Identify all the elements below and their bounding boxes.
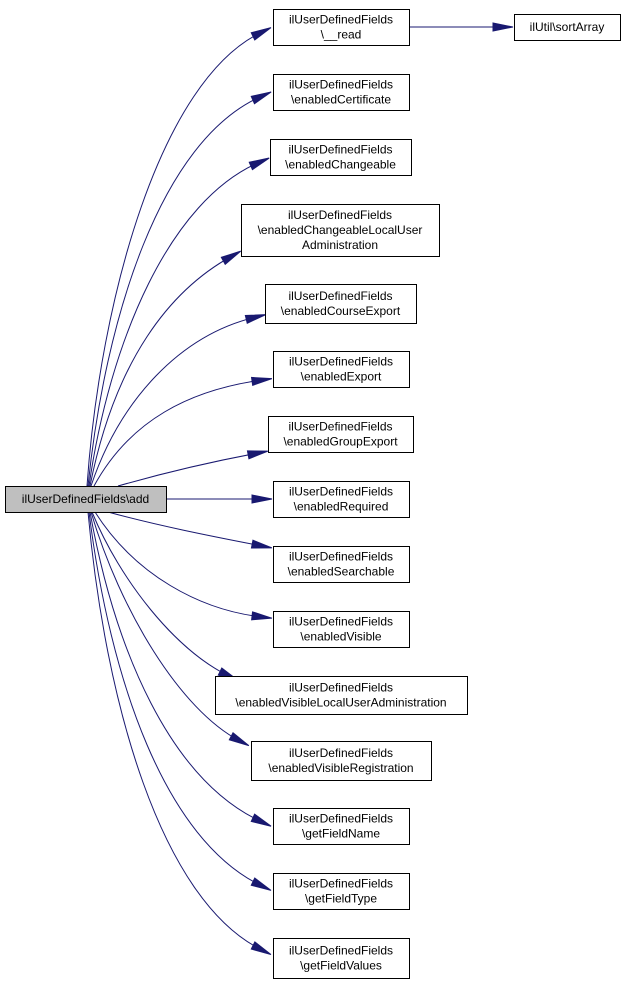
node-label-enabledRequired-line-0: ilUserDefinedFields <box>289 485 393 499</box>
node-label-enabledChangeableLocalUserAdministration-line-1: \enabledChangeableLocalUser <box>258 223 423 237</box>
node-label-getFieldType-line-1: \getFieldType <box>305 892 377 906</box>
node-label-enabledExport-line-0: ilUserDefinedFields <box>289 355 393 369</box>
edge-add-to-getFieldValues <box>87 511 263 951</box>
node-box-enabledRequired <box>273 481 410 518</box>
node-label-enabledVisibleRegistration-line-1: \enabledVisibleRegistration <box>268 761 413 775</box>
edge-add-to-enabledChangeableLocalUserAdministration <box>89 255 233 487</box>
node-label-getFieldValues-line-1: \getFieldValues <box>300 959 382 973</box>
edge-add-to-getFieldName-arrowhead <box>250 813 272 827</box>
node-label-read-line-1: \__read <box>321 28 362 42</box>
edge-add-to-enabledCourseExport <box>90 316 257 487</box>
edge-add-to-enabledVisibleLocalUserAdministration <box>91 511 230 677</box>
node-box-getFieldValues <box>273 938 410 979</box>
node-box-read <box>273 9 410 46</box>
node-label-enabledVisibleRegistration-line-0: ilUserDefinedFields <box>289 746 393 760</box>
node-label-enabledGroupExport-line-1: \enabledGroupExport <box>283 435 398 449</box>
edge-add-to-enabledCourseExport-arrowhead <box>244 314 266 324</box>
node-read[interactable]: ilUserDefinedFields\__read <box>273 9 410 46</box>
node-box-enabledCertificate <box>273 74 410 111</box>
node-enabledCourseExport[interactable]: ilUserDefinedFields\enabledCourseExport <box>265 284 417 324</box>
node-label-enabledSearchable-line-1: \enabledSearchable <box>288 565 395 579</box>
node-box-enabledGroupExport <box>268 416 414 453</box>
node-getFieldType[interactable]: ilUserDefinedFields\getFieldType <box>273 873 410 910</box>
node-label-sortArray-line-0: ilUtil\sortArray <box>530 20 605 34</box>
edge-add-to-enabledChangeableLocalUserAdministration-arrowhead <box>220 250 242 266</box>
edge-add-to-read-arrowhead <box>250 27 272 41</box>
edge-add-to-enabledVisible <box>94 511 263 618</box>
edge-add-to-getFieldValues-arrowhead <box>250 941 272 955</box>
edge-add-to-enabledVisible-arrowhead <box>251 611 273 621</box>
node-box-enabledVisibleRegistration <box>251 741 432 781</box>
node-label-enabledChangeableLocalUserAdministration-line-0: ilUserDefinedFields <box>288 208 392 222</box>
node-enabledVisibleLocalUserAdministration[interactable]: ilUserDefinedFields\enabledVisibleLocalU… <box>215 676 468 715</box>
edge-add-to-enabledCertificate <box>87 95 263 487</box>
edge-add-to-enabledChangeable <box>88 161 261 487</box>
node-label-read-line-0: ilUserDefinedFields <box>289 13 393 27</box>
node-label-enabledVisibleLocalUserAdministration-line-0: ilUserDefinedFields <box>289 681 393 695</box>
edge-add-to-enabledGroupExport-arrowhead <box>246 450 269 460</box>
node-label-enabledVisibleLocalUserAdministration-line-1: \enabledVisibleLocalUserAdministration <box>235 696 446 710</box>
node-box-enabledChangeableLocalUserAdministration <box>241 204 440 257</box>
node-box-enabledChangeable <box>270 139 412 176</box>
edge-read-to-sortArray-arrowhead <box>492 22 514 32</box>
node-label-enabledCourseExport-line-1: \enabledCourseExport <box>281 304 401 318</box>
node-label-enabledExport-line-1: \enabledExport <box>301 370 382 384</box>
node-sortArray[interactable]: ilUtil\sortArray <box>514 14 621 41</box>
node-enabledGroupExport[interactable]: ilUserDefinedFields\enabledGroupExport <box>268 416 414 453</box>
node-box-sortArray <box>514 14 621 41</box>
node-enabledVisible[interactable]: ilUserDefinedFields\enabledVisible <box>273 611 410 648</box>
edge-add-to-enabledSearchable-arrowhead <box>250 539 273 549</box>
edge-add-to-enabledRequired-arrowhead <box>251 494 273 504</box>
node-label-enabledCertificate-line-0: ilUserDefinedFields <box>289 78 393 92</box>
edge-add-to-read <box>86 31 263 487</box>
node-label-enabledChangeable-line-0: ilUserDefinedFields <box>288 143 392 157</box>
edge-add-to-enabledChangeable-arrowhead <box>248 157 270 171</box>
node-enabledCertificate[interactable]: ilUserDefinedFields\enabledCertificate <box>273 74 410 111</box>
node-box-enabledVisible <box>273 611 410 648</box>
node-box-getFieldType <box>273 873 410 910</box>
node-box-enabledCourseExport <box>265 284 417 324</box>
node-getFieldName[interactable]: ilUserDefinedFields\getFieldName <box>273 808 410 845</box>
edge-add-to-enabledGroupExport <box>117 452 259 487</box>
node-enabledVisibleRegistration[interactable]: ilUserDefinedFields\enabledVisibleRegist… <box>251 741 432 781</box>
node-label-enabledChangeable-line-1: \enabledChangeable <box>285 158 396 172</box>
edge-add-to-getFieldName <box>89 511 263 823</box>
node-enabledChangeableLocalUserAdministration[interactable]: ilUserDefinedFields\enabledChangeableLoc… <box>241 204 440 257</box>
nodes-layer: ilUserDefinedFields\add ilUserDefinedFiel… <box>5 9 621 979</box>
node-box-enabledVisibleLocalUserAdministration <box>215 676 468 715</box>
node-enabledExport[interactable]: ilUserDefinedFields\enabledExport <box>273 351 410 388</box>
node-box-enabledExport <box>273 351 410 388</box>
node-enabledRequired[interactable]: ilUserDefinedFields\enabledRequired <box>273 481 410 518</box>
node-label-getFieldValues-line-0: ilUserDefinedFields <box>289 944 393 958</box>
node-label-enabledVisible-line-0: ilUserDefinedFields <box>289 615 393 629</box>
edge-add-to-enabledExport <box>93 379 263 487</box>
edge-add-to-enabledCertificate-arrowhead <box>250 91 272 105</box>
node-box-enabledSearchable <box>273 546 410 583</box>
node-label-getFieldName-line-1: \getFieldName <box>302 827 380 841</box>
edges-layer <box>86 22 514 955</box>
edge-add-to-getFieldType-arrowhead <box>250 877 272 891</box>
node-label-add-line-0: ilUserDefinedFields\add <box>22 492 149 506</box>
node-label-enabledChangeableLocalUserAdministration-line-2: Administration <box>302 238 378 252</box>
node-label-enabledGroupExport-line-0: ilUserDefinedFields <box>288 420 392 434</box>
node-add[interactable]: ilUserDefinedFields\add <box>5 486 167 513</box>
edge-add-to-enabledExport-arrowhead <box>250 376 273 387</box>
node-enabledSearchable[interactable]: ilUserDefinedFields\enabledSearchable <box>273 546 410 583</box>
node-getFieldValues[interactable]: ilUserDefinedFields\getFieldValues <box>273 938 410 979</box>
node-label-enabledCertificate-line-1: \enabledCertificate <box>291 93 391 107</box>
edge-add-to-enabledVisibleRegistration <box>90 511 241 742</box>
node-label-enabledRequired-line-1: \enabledRequired <box>294 500 389 514</box>
node-box-getFieldName <box>273 808 410 845</box>
edge-add-to-getFieldType <box>88 511 263 887</box>
node-label-getFieldType-line-0: ilUserDefinedFields <box>289 877 393 891</box>
edge-add-to-enabledSearchable <box>107 511 263 547</box>
node-box-add <box>5 486 167 513</box>
edge-add-to-enabledVisibleRegistration-arrowhead <box>228 732 250 747</box>
node-label-enabledCourseExport-line-0: ilUserDefinedFields <box>288 289 392 303</box>
node-label-enabledSearchable-line-0: ilUserDefinedFields <box>289 550 393 564</box>
node-enabledChangeable[interactable]: ilUserDefinedFields\enabledChangeable <box>270 139 412 176</box>
node-label-getFieldName-line-0: ilUserDefinedFields <box>289 812 393 826</box>
node-label-enabledVisible-line-1: \enabledVisible <box>300 630 382 644</box>
